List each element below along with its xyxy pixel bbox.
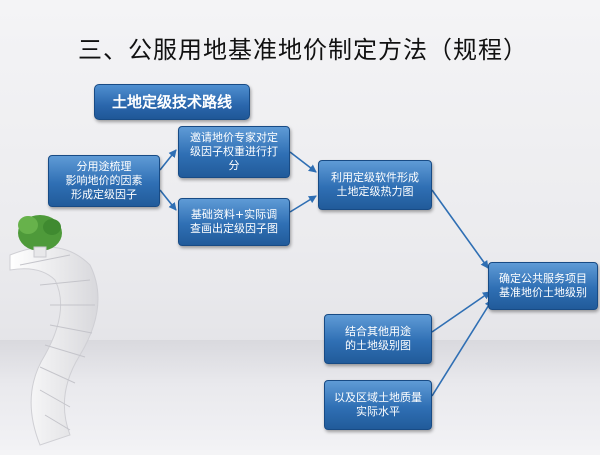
arrow-n6-n7 (431, 299, 493, 397)
spiral-staircase-decoration (9, 215, 99, 446)
node-factor-review: 分用途梳理 影响地价的因素 形成定级因子 (48, 155, 160, 207)
node-other-use-map: 结合其他用途 的土地级别图 (324, 314, 432, 364)
node-factor-map: 基础资料+实际调 查画出定级因子图 (178, 198, 290, 246)
page-title: 三、公服用地基准地价制定方法（规程） (78, 36, 528, 64)
node-heatmap: 利用定级软件形成 土地定级热力图 (318, 160, 432, 210)
header-label: 土地定级技术路线 (111, 93, 232, 111)
header-box: 土地定级技术路线 (94, 84, 250, 120)
arrow-n1-n2 (159, 149, 177, 171)
node-expert-scoring: 邀请地价专家对定 级因子权重进行打 分 (178, 126, 290, 178)
arrow-n4-n7 (431, 189, 489, 269)
background-floor (0, 340, 600, 450)
node-benchmark-result: 确定公共服务项目 基准地价土地级别 (488, 262, 598, 310)
arrow-n1-n3 (159, 189, 177, 211)
node-land-quality: 以及区域土地质量 实际水平 (324, 380, 432, 430)
arrow-n5-n7 (431, 291, 491, 333)
arrow-n2-n4 (289, 151, 317, 173)
arrow-n3-n4 (289, 195, 317, 213)
